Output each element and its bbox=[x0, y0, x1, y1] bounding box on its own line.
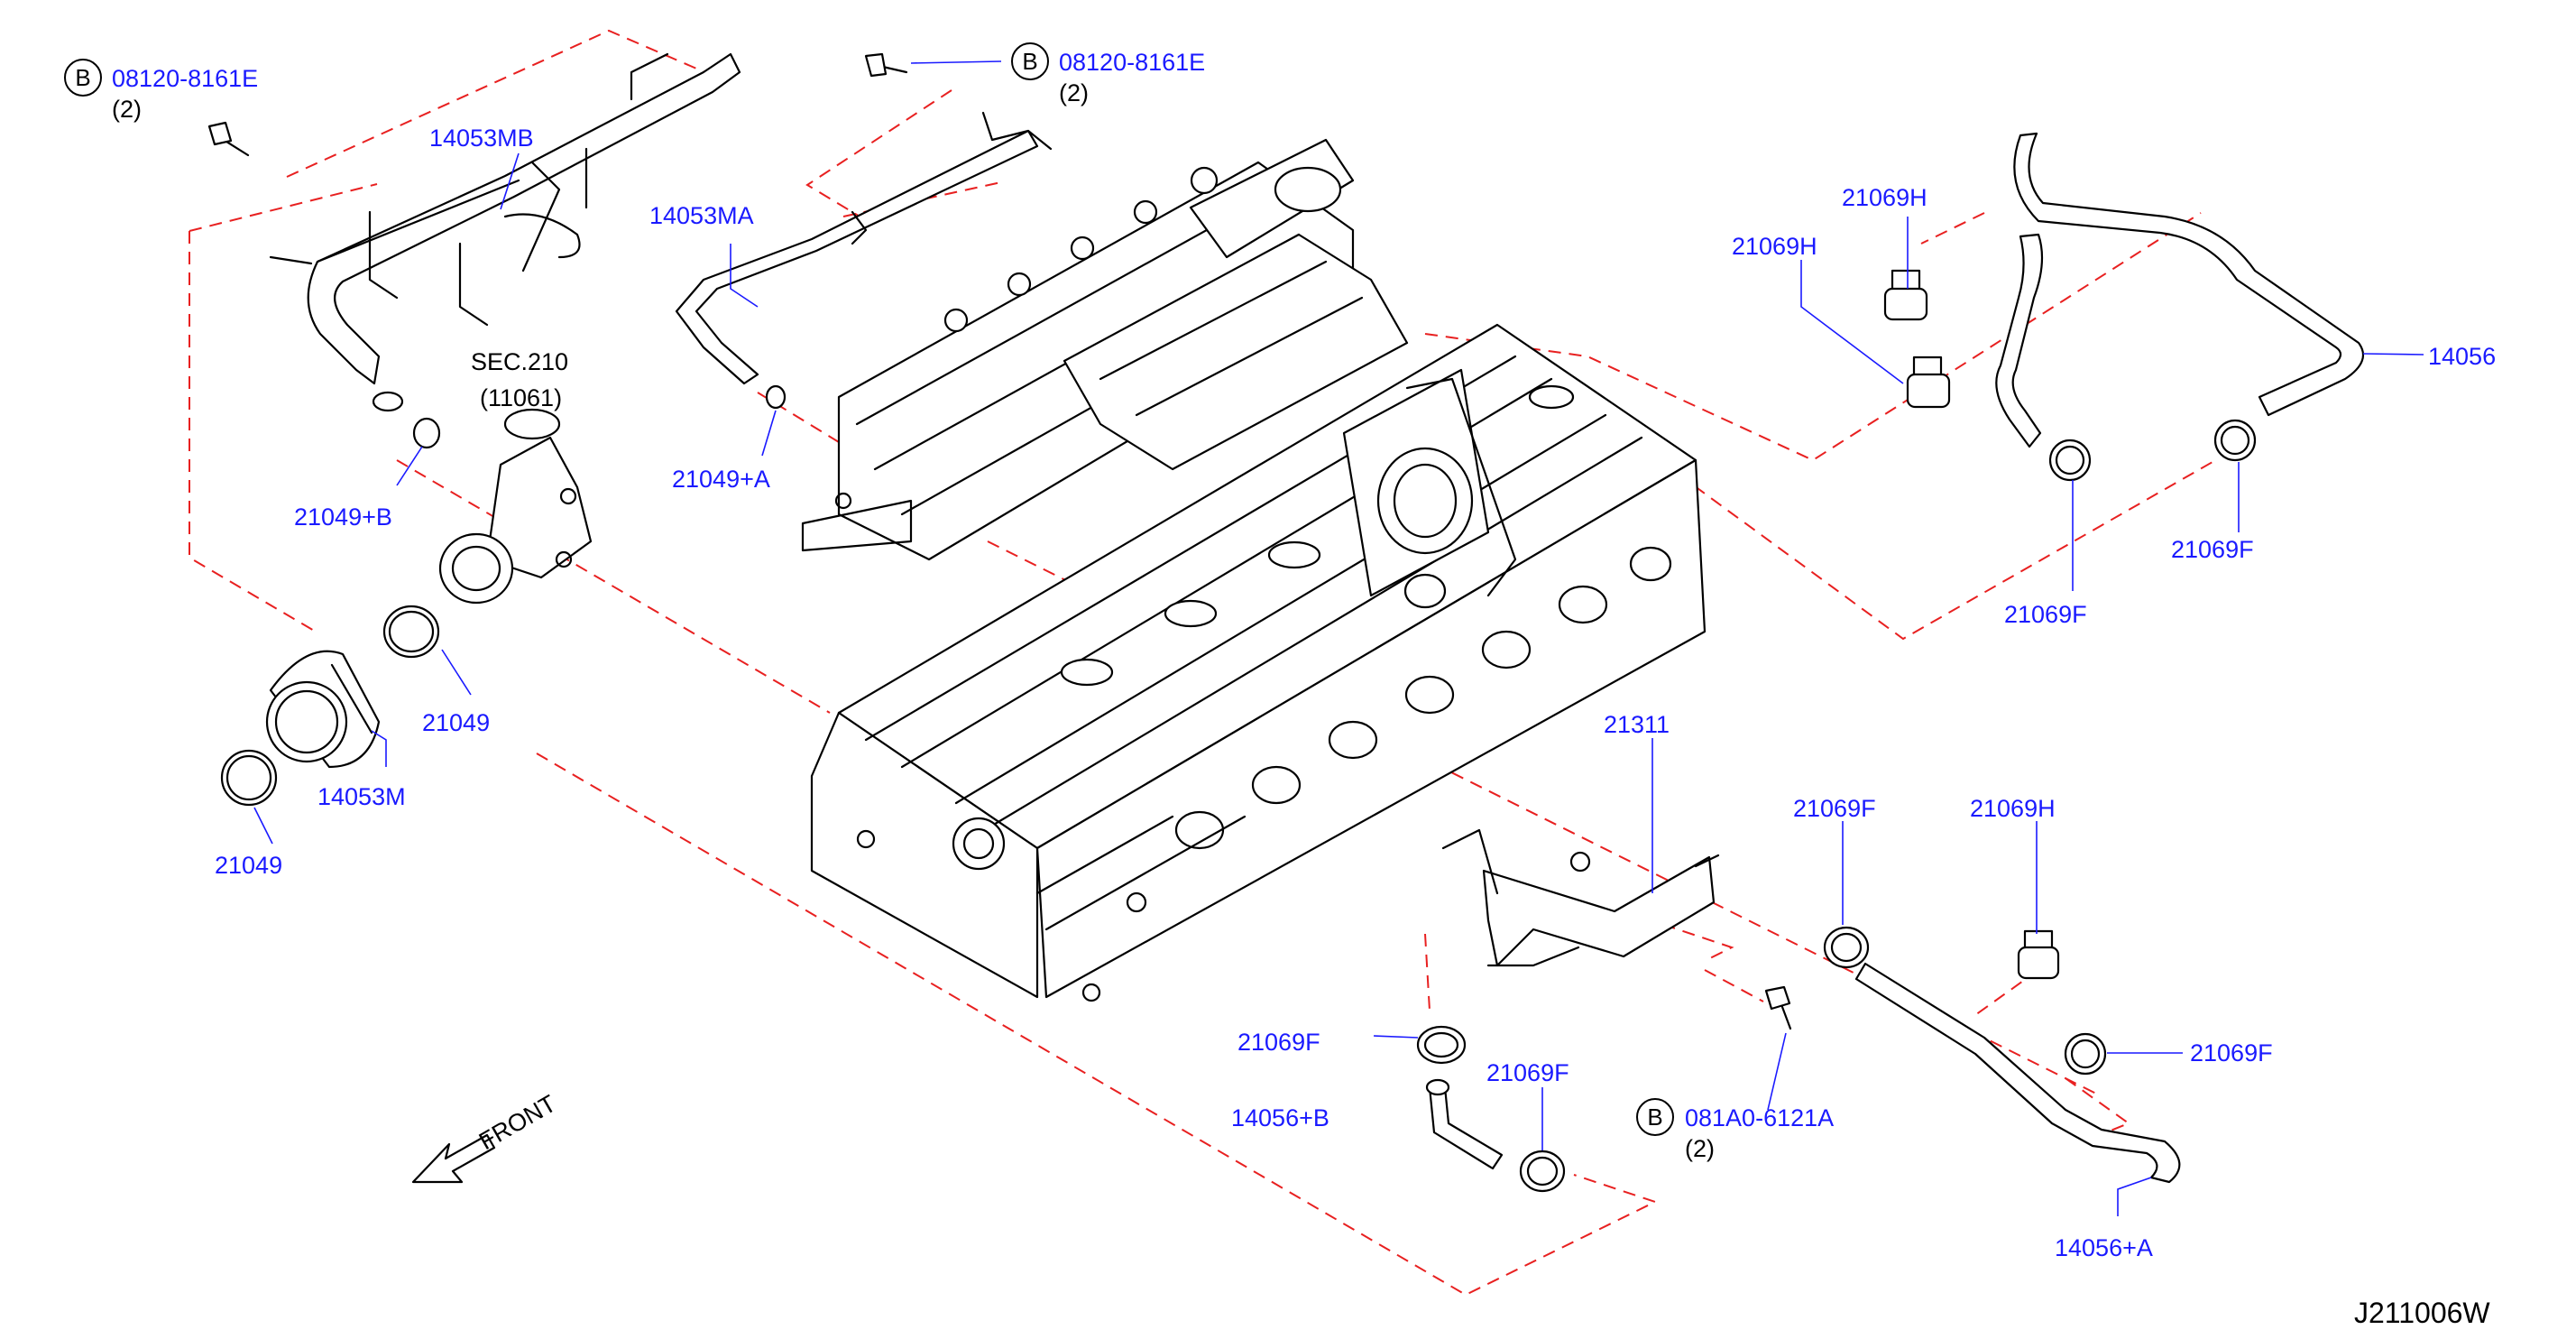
label-21049-upper: 21049 bbox=[422, 709, 490, 736]
label-bolt-lower: 081A0-6121A bbox=[1685, 1104, 1834, 1131]
water-pipe-14053ma bbox=[675, 111, 1053, 385]
label-21069f-upper-left: 21069F bbox=[2004, 601, 2087, 628]
label-21069f-lower-left: 21069F bbox=[1237, 1029, 1320, 1056]
label-21069f-upper-right: 21069F bbox=[2171, 536, 2254, 563]
part-labels: 08120-8161E (2) 08120-8161E (2) 14053MB … bbox=[112, 49, 2496, 1261]
label-21069h-lower: 21069H bbox=[1970, 795, 2056, 822]
bracket-21311 bbox=[1441, 828, 1720, 967]
bolts bbox=[207, 52, 1792, 1030]
pipe-14053m bbox=[265, 650, 381, 769]
label-bolt-top-center-qty: (2) bbox=[1059, 79, 1089, 106]
cylinder-head bbox=[810, 323, 1707, 1002]
label-21049-lower: 21049 bbox=[215, 852, 282, 879]
hose-14056-b bbox=[1425, 1078, 1504, 1170]
b-marker-top-left bbox=[64, 59, 102, 97]
hose-14056 bbox=[1995, 132, 2365, 448]
thermostat-housing bbox=[438, 408, 593, 605]
label-21311: 21311 bbox=[1604, 711, 1670, 738]
label-21049-b: 21049+B bbox=[294, 503, 392, 531]
label-21069h-left: 21069H bbox=[1732, 233, 1817, 260]
front-arrow bbox=[411, 1133, 496, 1184]
label-14053m: 14053M bbox=[317, 783, 406, 810]
label-21069h-top: 21069H bbox=[1842, 184, 1927, 211]
label-bolt-top-left: 08120-8161E bbox=[112, 65, 258, 92]
label-front: FRONT bbox=[474, 1090, 561, 1155]
label-21049-a: 21049+A bbox=[672, 466, 770, 493]
label-21069f-mid: 21069F bbox=[1793, 795, 1876, 822]
label-21069f-lower-center: 21069F bbox=[1486, 1059, 1569, 1086]
diagram-code: J211006W bbox=[2354, 1297, 2490, 1329]
label-sec-210: SEC.210 bbox=[471, 348, 568, 375]
reference-lines bbox=[189, 29, 2220, 1297]
b-marker-letter: B bbox=[1647, 1104, 1662, 1131]
label-sec-part: (11061) bbox=[480, 384, 562, 411]
b-marker-lower bbox=[1636, 1098, 1674, 1136]
label-21069f-lower-right: 21069F bbox=[2190, 1039, 2273, 1067]
clamps bbox=[1416, 269, 2257, 1193]
label-14056-a: 14056+A bbox=[2055, 1234, 2153, 1261]
hose-14056-a bbox=[1854, 962, 2181, 1184]
water-pipe-14053mb bbox=[269, 52, 741, 412]
intake-manifold bbox=[801, 138, 1517, 609]
b-marker-letter: B bbox=[1022, 48, 1037, 75]
label-14053mb: 14053MB bbox=[429, 125, 534, 152]
o-rings bbox=[220, 384, 787, 807]
label-bolt-top-center: 08120-8161E bbox=[1059, 49, 1205, 76]
label-14056: 14056 bbox=[2428, 343, 2496, 370]
b-marker-letter: B bbox=[75, 64, 90, 91]
label-bolt-lower-qty: (2) bbox=[1685, 1135, 1715, 1162]
label-bolt-top-left-qty: (2) bbox=[112, 96, 142, 123]
b-markers: B B B bbox=[64, 42, 1674, 1136]
b-marker-top-center bbox=[1011, 42, 1049, 80]
label-14053ma: 14053MA bbox=[649, 202, 754, 229]
leader-lines bbox=[253, 60, 2424, 1216]
label-14056-b: 14056+B bbox=[1231, 1104, 1329, 1131]
